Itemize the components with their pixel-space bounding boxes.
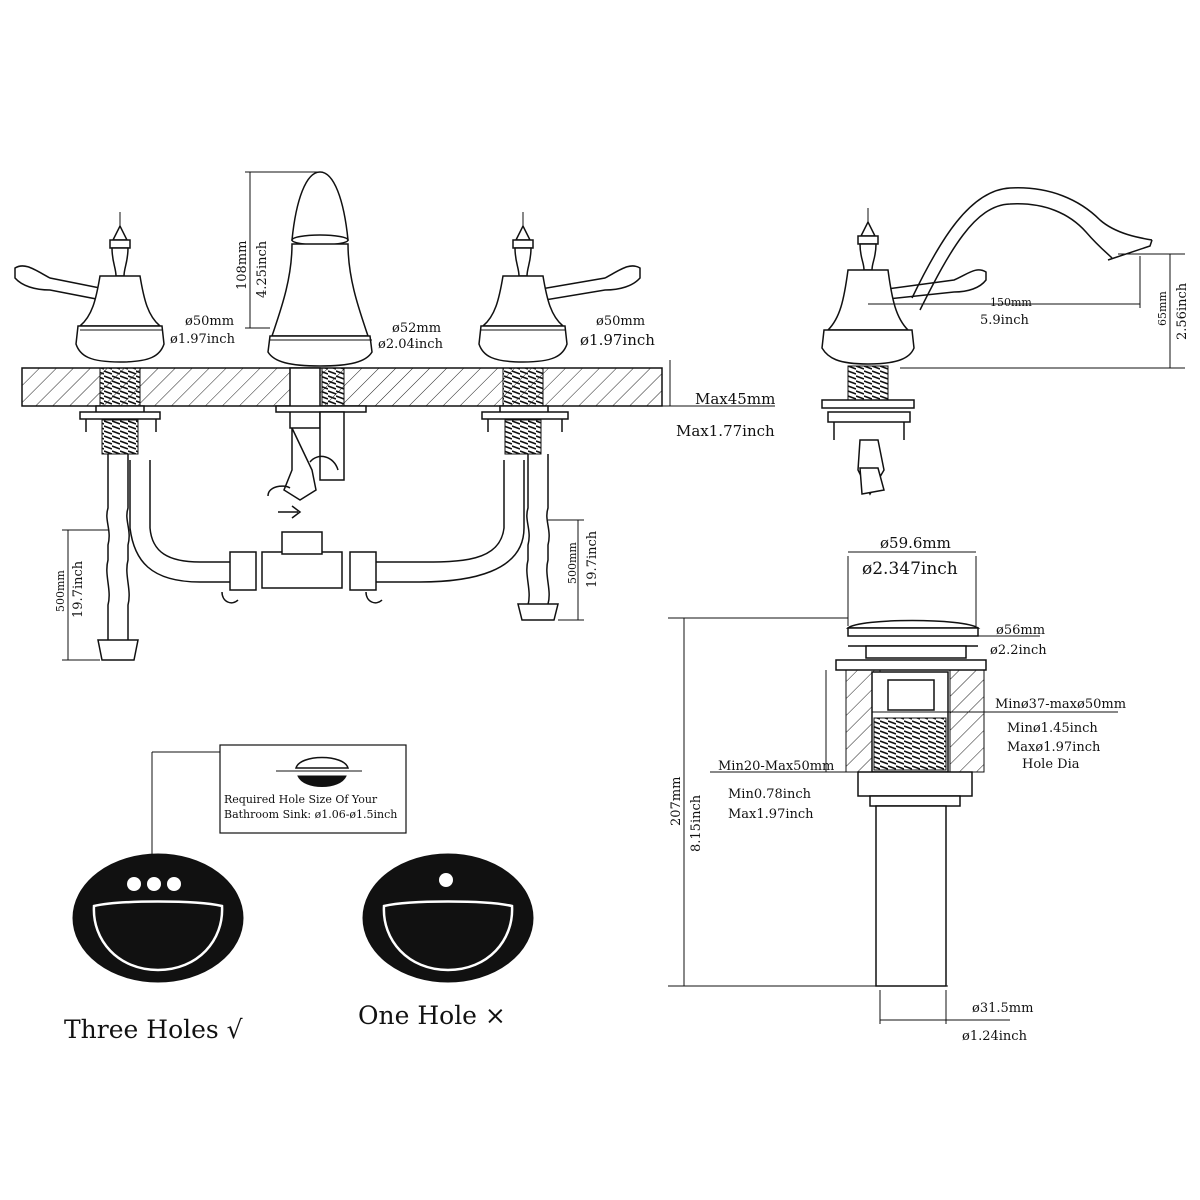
drain-hole-label: Hole Dia <box>1022 757 1080 772</box>
side-clear-in: 2.56inch <box>1175 282 1190 340</box>
right-handle-dia-mm: ø50mm <box>596 314 645 329</box>
one-hole-sink <box>362 853 534 983</box>
drain-dimension-lines <box>668 551 1118 1024</box>
deck-max-mm: Max45mm <box>695 390 775 408</box>
drain-thick-mm: Min20-Max50mm <box>718 759 834 774</box>
center-spout <box>267 171 373 519</box>
left-handle-dia-in: ø1.97inch <box>170 332 236 347</box>
three-holes-label: Three Holes √ <box>64 1015 243 1044</box>
drain-flange-mm: ø56mm <box>996 623 1045 638</box>
left-hose-in: 19.7inch <box>71 560 86 618</box>
pop-up-drain <box>835 556 987 987</box>
spout-dia-in: ø2.04inch <box>378 337 444 352</box>
right-handle <box>478 212 641 455</box>
drain-cap-dia-mm: ø59.6mm <box>880 534 951 552</box>
spout-dia-mm: ø52mm <box>392 321 441 336</box>
drain-thick-min-in: Min0.78inch <box>728 787 812 802</box>
drain-hole-min-in: Minø1.45inch <box>1007 721 1098 736</box>
hole-note-line2: Bathroom Sink: ø1.06-ø1.5inch <box>224 808 397 821</box>
side-reach-mm: 150mm <box>990 296 1032 309</box>
left-handle <box>14 212 165 455</box>
side-reach-in: 5.9inch <box>980 313 1029 328</box>
drain-hole-max-in: Maxø1.97inch <box>1007 740 1101 755</box>
one-hole-label: One Hole × <box>358 1001 506 1030</box>
deck-max-in: Max1.77inch <box>676 422 775 440</box>
hole-note-line1: Required Hole Size Of Your <box>224 793 378 806</box>
spout-height-in: 4.25inch <box>255 240 270 298</box>
drain-length-in: 8.15inch <box>689 794 704 852</box>
side-clear-mm: 65mm <box>1156 291 1169 326</box>
left-handle-dia-mm: ø50mm <box>185 314 234 329</box>
left-hose-mm: 500mm <box>54 570 67 612</box>
side-view-faucet <box>821 187 1153 496</box>
spout-height-mm: 108mm <box>235 241 250 290</box>
front-dimension-lines <box>62 171 775 661</box>
supply-hoses <box>97 454 559 661</box>
drain-thick-max-in: Max1.97inch <box>728 807 814 822</box>
drain-length-mm: 207mm <box>669 777 684 826</box>
drain-tail-in: ø1.24inch <box>962 1029 1028 1044</box>
right-hose-in: 19.7inch <box>585 530 600 588</box>
right-hose-mm: 500mm <box>566 542 579 584</box>
drain-flange-in: ø2.2inch <box>990 643 1047 658</box>
drain-tail-mm: ø31.5mm <box>972 1001 1033 1016</box>
side-dimension-lines <box>868 253 1185 369</box>
right-handle-dia-in: ø1.97inch <box>580 331 655 349</box>
drain-cap-dia-in: ø2.347inch <box>862 559 958 579</box>
drain-hole-mm: Minø37-maxø50mm <box>995 697 1126 712</box>
three-hole-sink <box>72 853 244 983</box>
hole-size-note <box>151 744 407 862</box>
